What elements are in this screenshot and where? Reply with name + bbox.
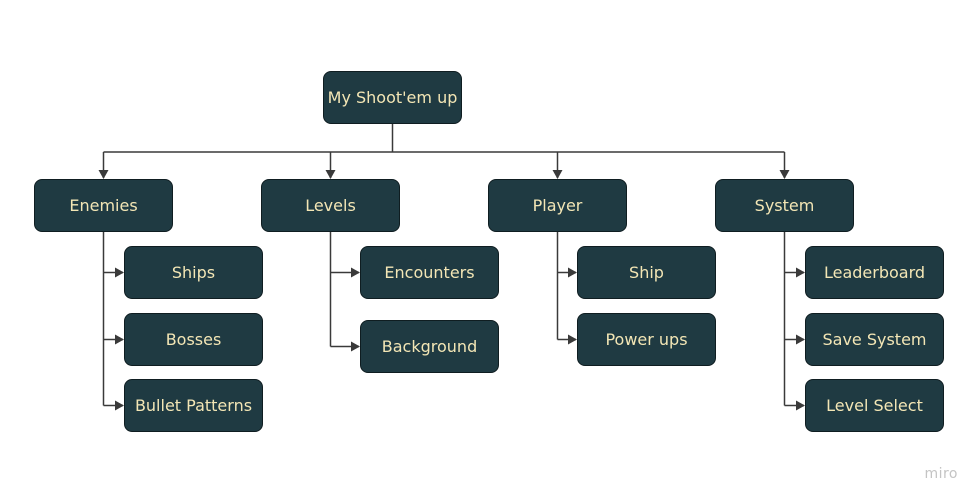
leaf-node-level-select[interactable]: Level Select (805, 379, 944, 432)
leaf-node-ships[interactable]: Ships (124, 246, 263, 299)
child-arrowhead (568, 334, 577, 345)
child-arrowhead (351, 341, 360, 352)
leaf-node-bosses[interactable]: Bosses (124, 313, 263, 366)
child-arrowhead (115, 334, 124, 345)
root-node[interactable]: My Shoot'em up (323, 71, 462, 124)
branch-node-levels[interactable]: Levels (261, 179, 400, 232)
branch-node-player[interactable]: Player (488, 179, 627, 232)
leaf-node-save-system[interactable]: Save System (805, 313, 944, 366)
child-arrowhead (115, 267, 124, 278)
leaf-node-power-ups[interactable]: Power ups (577, 313, 716, 366)
child-arrowhead (796, 400, 805, 411)
leaf-node-ship[interactable]: Ship (577, 246, 716, 299)
branch-arrowhead (98, 170, 109, 179)
branch-arrowhead (779, 170, 790, 179)
miro-watermark: miro (924, 466, 958, 482)
leaf-node-leaderboard[interactable]: Leaderboard (805, 246, 944, 299)
leaf-node-encounters[interactable]: Encounters (360, 246, 499, 299)
branch-arrowhead (552, 170, 563, 179)
leaf-node-background[interactable]: Background (360, 320, 499, 373)
child-arrowhead (115, 400, 124, 411)
branch-node-enemies[interactable]: Enemies (34, 179, 173, 232)
child-arrowhead (796, 334, 805, 345)
child-arrowhead (351, 267, 360, 278)
branch-node-system[interactable]: System (715, 179, 854, 232)
branch-arrowhead (325, 170, 336, 179)
child-arrowhead (796, 267, 805, 278)
child-arrowhead (568, 267, 577, 278)
leaf-node-bullet-patterns[interactable]: Bullet Patterns (124, 379, 263, 432)
